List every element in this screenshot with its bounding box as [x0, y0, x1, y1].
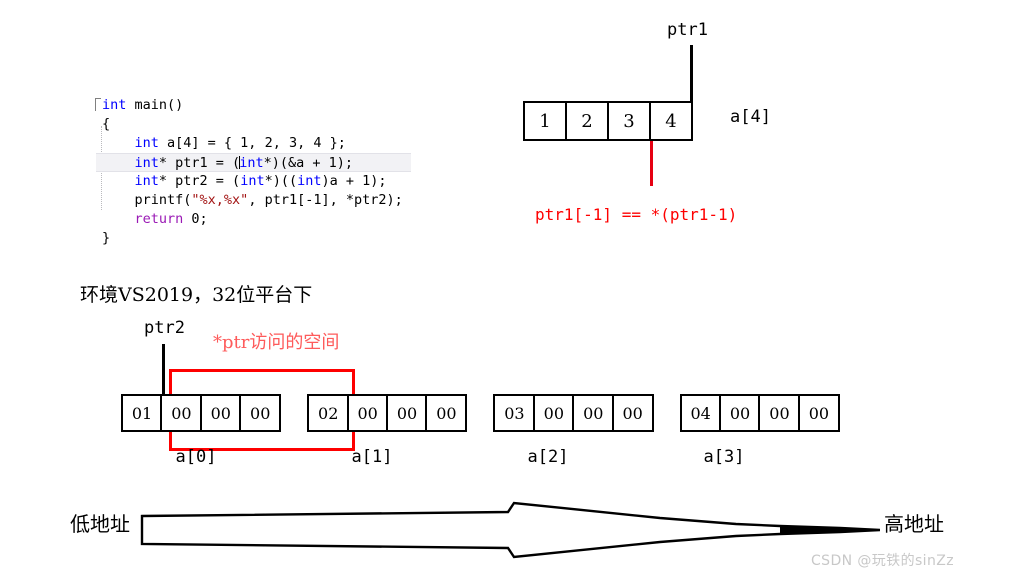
code-line[interactable]: } [96, 229, 411, 248]
code-token: *)(( [264, 173, 298, 189]
code-token: , ptr1[-1], *ptr2); [248, 192, 403, 208]
memory-group-label: a[1] [351, 447, 393, 467]
code-token [102, 155, 135, 171]
code-token: int [239, 155, 264, 171]
code-token: return [134, 211, 184, 227]
code-token: int [102, 97, 127, 113]
code-token: "%x,%x" [191, 192, 249, 208]
code-token: } [102, 230, 111, 246]
code-editor-block[interactable]: int main(){ int a[4] = { 1, 2, 3, 4 }; i… [96, 96, 411, 248]
memory-byte-cell: 00 [572, 394, 615, 432]
code-token [102, 135, 135, 151]
memory-byte-cell: 00 [758, 394, 801, 432]
memory-byte-cell: 00 [239, 394, 282, 432]
csdn-watermark: CSDN @玩铁的sinZz [811, 553, 954, 569]
address-direction-arrow [140, 501, 880, 559]
code-line[interactable]: return 0; [96, 210, 411, 229]
memory-group-label: a[2] [527, 447, 569, 467]
code-token: * ptr2 = ( [158, 173, 241, 189]
ptr2-label: ptr2 [144, 318, 185, 338]
code-collapse-marker[interactable] [95, 98, 101, 111]
environment-note: 环境VS2019，32位平台下 [80, 284, 313, 306]
memory-byte-cell: 00 [199, 394, 242, 432]
code-line[interactable]: int* ptr1 = (int*)(&a + 1); [96, 153, 411, 172]
code-token: int [297, 173, 322, 189]
ptr2-pointer-line [162, 344, 165, 394]
code-token: * ptr1 = ( [158, 155, 241, 171]
memory-byte-cell: 04 [679, 394, 722, 432]
code-line[interactable]: { [96, 115, 411, 134]
array-cell: 1 [523, 101, 567, 141]
code-token: int [240, 173, 265, 189]
code-line[interactable]: int main() [96, 96, 411, 115]
ptr1-label: ptr1 [667, 20, 708, 40]
code-token [102, 211, 135, 227]
ptr1-minus-one-marker-line [650, 141, 653, 186]
array-cell: 2 [565, 101, 609, 141]
array-a4-diagram: 1 2 3 4 [523, 101, 693, 141]
array-cell: 3 [607, 101, 651, 141]
memory-byte-cell: 01 [121, 394, 163, 432]
code-token: main() [126, 97, 184, 113]
array-cells-table: 1 2 3 4 [523, 101, 693, 141]
high-address-label: 高地址 [884, 512, 944, 536]
array-cells-row: 1 2 3 4 [523, 101, 693, 141]
code-token: a[4] = { 1, 2, 3, 4 }; [158, 135, 346, 151]
memory-byte-cell: 00 [719, 394, 762, 432]
code-token: int [134, 135, 159, 151]
memory-byte-cell: 00 [425, 394, 468, 432]
text-caret [239, 156, 241, 169]
memory-byte-cell: 02 [307, 394, 350, 432]
memory-byte-cell: 00 [532, 394, 575, 432]
code-token: { [102, 116, 111, 132]
memory-byte-cell: 00 [160, 394, 203, 432]
ptr1-equivalence-annotation: ptr1[-1] == *(ptr1-1) [535, 205, 738, 224]
code-token: 0; [183, 211, 208, 227]
code-token [102, 173, 135, 189]
ptr-access-annotation: *ptr访问的空间 [213, 332, 340, 353]
code-line[interactable]: printf("%x,%x", ptr1[-1], *ptr2); [96, 191, 411, 210]
memory-group-label: a[0] [175, 447, 217, 467]
low-address-label: 低地址 [70, 512, 130, 536]
memory-group-label: a[3] [703, 447, 745, 467]
code-token: printf( [102, 192, 192, 208]
array-a4-label: a[4] [730, 107, 771, 127]
memory-byte-cell: 00 [797, 394, 840, 432]
memory-byte-cell: 00 [386, 394, 429, 432]
ptr1-pointer-line [690, 45, 693, 103]
code-token: *)(&a + 1); [263, 155, 353, 171]
memory-byte-cell: 00 [346, 394, 389, 432]
code-line[interactable]: int a[4] = { 1, 2, 3, 4 }; [96, 134, 411, 153]
code-token: )a + 1); [321, 173, 387, 189]
code-line[interactable]: int* ptr2 = (int*)((int)a + 1); [96, 172, 411, 191]
memory-byte-cell: 00 [611, 394, 654, 432]
array-cell: 4 [649, 101, 693, 141]
code-token: int [134, 173, 159, 189]
memory-byte-cell: 03 [493, 394, 536, 432]
code-token: int [134, 155, 159, 171]
memory-group-labels-row: a[0] a[1] a[2] a[3] [121, 447, 799, 467]
